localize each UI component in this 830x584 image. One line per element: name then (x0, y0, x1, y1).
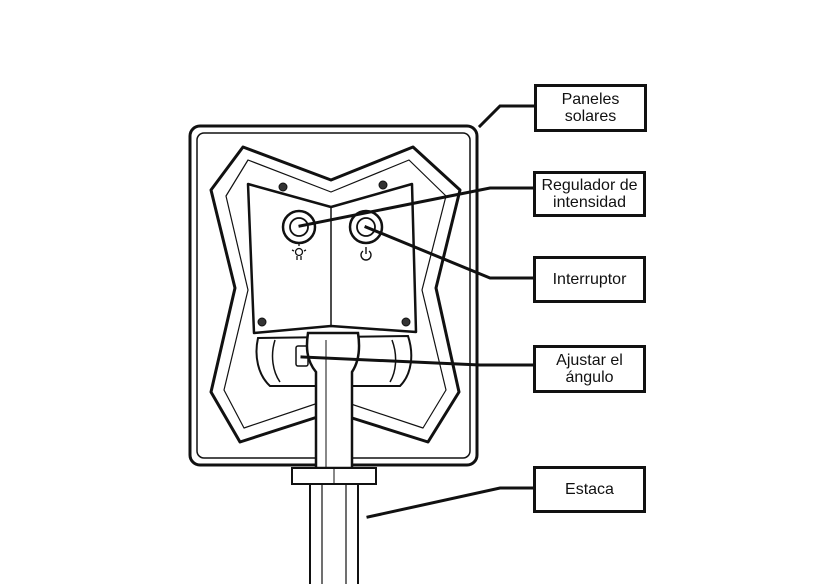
stake (291, 467, 377, 584)
label-switch: Interruptor (533, 256, 646, 303)
support-post (305, 331, 361, 470)
leader-lines (298, 104, 536, 519)
label-stake: Estaca (533, 466, 646, 513)
label-angle-adjust: Ajustar el ángulo (533, 345, 646, 393)
lamp-housing-inner (223, 159, 447, 429)
label-dimmer: Regulador de intensidad (533, 171, 646, 217)
label-solar-panels: Paneles solares (534, 84, 647, 132)
dimmer-knob[interactable] (281, 209, 317, 245)
bulb-icon (291, 244, 307, 260)
switch-knob[interactable] (348, 209, 384, 245)
power-icon (360, 247, 372, 261)
plate-screws (257, 180, 411, 327)
